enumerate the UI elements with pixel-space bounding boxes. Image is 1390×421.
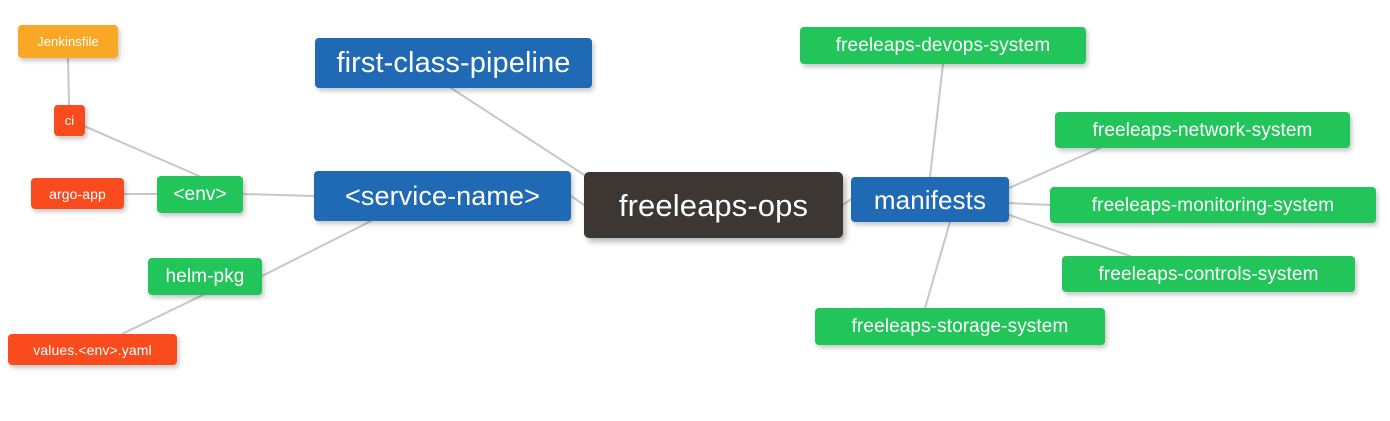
edge-helm-pkg-to-values-yaml — [121, 293, 206, 335]
node-jenkinsfile[interactable]: Jenkinsfile — [18, 25, 118, 58]
edge-manifests-to-freeleaps-devops-system — [929, 63, 944, 178]
node-argo-app[interactable]: argo-app — [31, 178, 124, 209]
edge-service-name-to-helm-pkg — [261, 220, 372, 277]
edge-freeleaps-ops-to-service-name — [570, 195, 585, 206]
edge-manifests-to-freeleaps-network-system — [1008, 147, 1101, 189]
edge-env-to-ci — [83, 125, 200, 177]
edge-manifests-to-freeleaps-storage-system — [924, 221, 951, 309]
node-helm-pkg[interactable]: helm-pkg — [148, 258, 262, 295]
node-freeleaps-network-system[interactable]: freeleaps-network-system — [1055, 112, 1350, 148]
node-freeleaps-storage-system[interactable]: freeleaps-storage-system — [815, 308, 1105, 345]
node-freeleaps-controls-system[interactable]: freeleaps-controls-system — [1062, 256, 1355, 292]
node-values-yaml[interactable]: values.<env>.yaml — [8, 334, 177, 365]
node-freeleaps-monitoring-system[interactable]: freeleaps-monitoring-system — [1050, 187, 1376, 223]
node-manifests[interactable]: manifests — [851, 177, 1009, 222]
node-freeleaps-ops[interactable]: freeleaps-ops — [584, 172, 843, 238]
node-service-name[interactable]: <service-name> — [314, 171, 571, 221]
edge-freeleaps-ops-to-first-class-pipeline — [450, 87, 593, 181]
edge-ci-to-jenkinsfile — [67, 57, 70, 106]
edge-manifests-to-freeleaps-monitoring-system — [1008, 202, 1051, 206]
node-freeleaps-devops-system[interactable]: freeleaps-devops-system — [800, 27, 1086, 64]
node-env[interactable]: <env> — [157, 176, 243, 213]
node-first-class-pipeline[interactable]: first-class-pipeline — [315, 38, 592, 88]
node-ci[interactable]: ci — [54, 105, 85, 136]
edge-freeleaps-ops-to-manifests — [842, 198, 852, 206]
edge-service-name-to-env — [242, 193, 315, 197]
